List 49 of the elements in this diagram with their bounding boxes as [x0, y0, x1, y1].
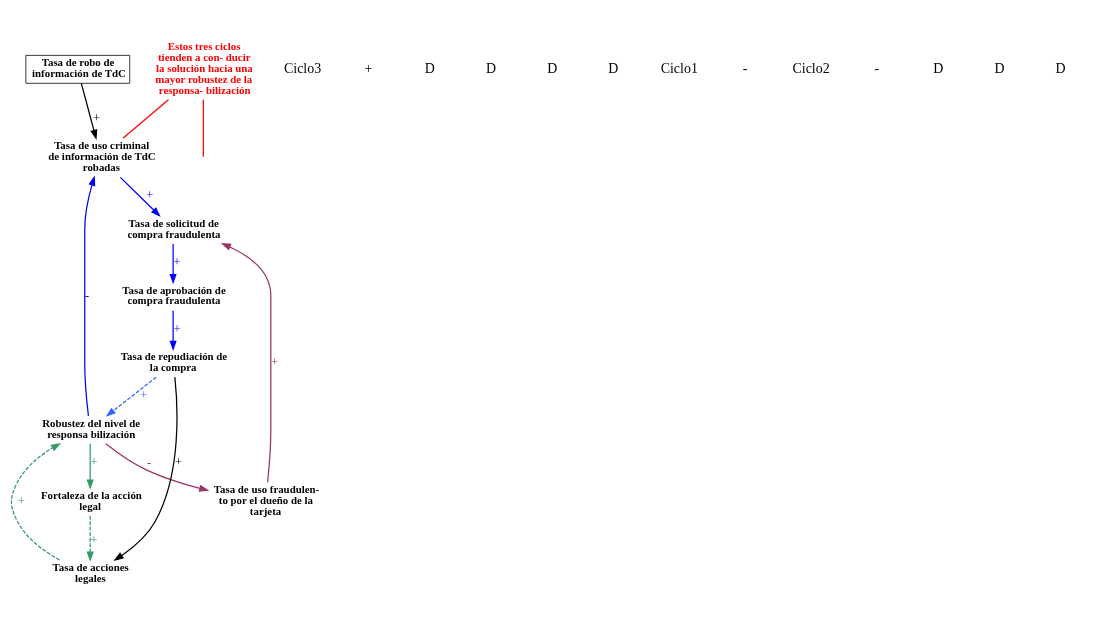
label: Ciclo3 — [283, 60, 322, 76]
connector — [202, 98, 204, 157]
node-text: Tasa de uso fraudulen- to por el dueño de la tarjeta — [213, 482, 320, 517]
arrow — [84, 175, 96, 416]
edge-label: - — [85, 287, 90, 302]
label: D — [933, 60, 944, 76]
edge-label: + — [17, 493, 25, 508]
label: D — [485, 60, 496, 76]
label: D — [1055, 60, 1066, 76]
edge-label: - — [147, 454, 152, 469]
node-text: Tasa de repudiación de la compra — [120, 349, 228, 373]
node-text: Robustez del nivel de responsa bilización — [42, 416, 141, 440]
edge-label: + — [271, 354, 279, 369]
node-text: Tasa de acciones legales — [52, 560, 129, 584]
connector — [122, 98, 170, 139]
arrow — [169, 309, 177, 351]
label: D — [608, 60, 619, 76]
arrow — [80, 82, 98, 140]
edge-label: + — [173, 254, 181, 269]
arrow — [105, 442, 210, 492]
edge-label: + — [92, 110, 100, 125]
node-text: Estos tres ciclos tienden a con- ducir la solución hacia una mayor robustez de la responsa- bilización — [155, 39, 253, 96]
arrow — [86, 442, 94, 490]
arrow — [169, 242, 177, 284]
label: D — [994, 60, 1005, 76]
arrow — [86, 514, 94, 562]
label: D — [424, 60, 435, 76]
node-text: Fortaleza de la acción legal — [40, 488, 142, 512]
edge-label: + — [140, 387, 148, 402]
node-box: Tasa de robo de información de TdC — [25, 54, 131, 84]
edge-label: + — [175, 454, 183, 469]
edge-label: + — [90, 532, 98, 547]
label: - — [874, 60, 880, 76]
arrow — [105, 376, 157, 417]
label: Ciclo1 — [660, 60, 698, 76]
arrow — [119, 176, 161, 217]
node-text: Tasa de solicitud de compra fraudulenta — [127, 216, 221, 240]
label: Ciclo2 — [792, 60, 830, 76]
arrow — [220, 242, 272, 483]
label: + — [364, 60, 373, 76]
edge-label: + — [146, 187, 154, 202]
node-text: Tasa de uso criminal de información de TdC robadas — [48, 138, 156, 173]
node-text: Tasa de aprobación de compra fraudulenta — [122, 283, 226, 306]
label: D — [547, 60, 558, 76]
arrow — [113, 376, 178, 561]
edge-label: + — [173, 321, 181, 336]
edge-label: + — [90, 454, 98, 469]
arrow — [10, 442, 62, 560]
label: - — [742, 60, 748, 76]
